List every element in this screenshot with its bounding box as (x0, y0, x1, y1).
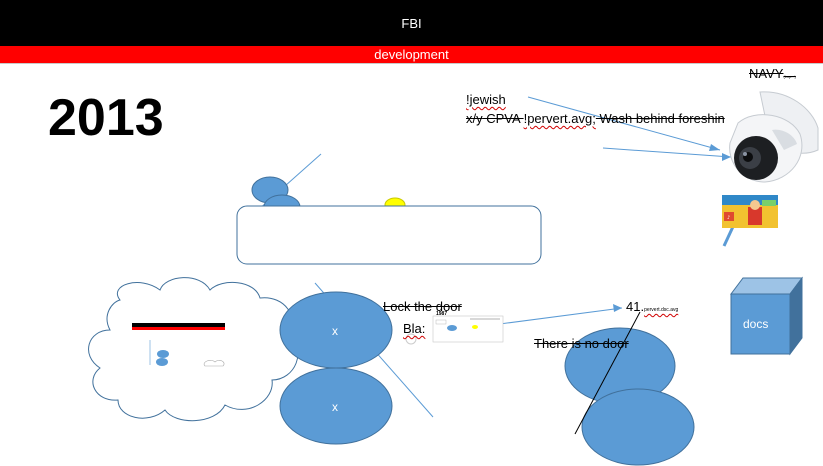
ellipse-x2 (279, 367, 393, 445)
header-bar: FBI (0, 0, 823, 46)
note-jewish: !jewish (466, 92, 506, 107)
count-file-text: pervert.dsc.avg (644, 307, 679, 313)
mini-slide-2-dot (447, 325, 457, 331)
note-navy: NAVY(imp...) (749, 66, 796, 81)
lock-door-text: Lock the door (383, 299, 462, 314)
no-door-text: There is no door (534, 336, 629, 351)
note-no-door: There is no door (534, 336, 629, 351)
mini-slide-2-box (435, 319, 447, 325)
slash-line (574, 311, 641, 435)
mini-cloud (203, 360, 225, 367)
mini-slide-redbar (132, 327, 225, 330)
note-bla: Bla: (403, 321, 425, 336)
note-lock-door: Lock the door (383, 299, 462, 314)
rounded-rectangle (236, 205, 542, 265)
note-count: 41.pervert.dsc.avg (626, 299, 678, 314)
navy-text: NAVY (749, 66, 784, 81)
docs-cube (730, 276, 803, 356)
divider (0, 63, 823, 64)
mini-slide-2-yellow (472, 325, 478, 329)
cloud-shape (88, 277, 299, 422)
ellipse-x2-label: x (332, 400, 338, 414)
subheader-bar: development (0, 46, 823, 63)
ellipse-right-bottom (581, 388, 695, 466)
year-label: 2013 (48, 89, 164, 147)
jewish-text: !jewish (466, 92, 506, 107)
navy-subtext: (imp...) (783, 74, 796, 79)
mini-knob (405, 333, 417, 345)
security-camera-icon (729, 91, 819, 183)
mini-circle-2 (156, 358, 168, 366)
arrow-to-camera-1 (527, 96, 721, 151)
arrow-to-camera-2 (602, 147, 732, 158)
mini-year: 1987 (436, 311, 448, 317)
mini-slide-header (132, 323, 225, 327)
line2-middle: CPVA (482, 111, 524, 126)
docs-label: docs (743, 317, 769, 331)
header-title: FBI (401, 15, 422, 31)
note-line2: x/y CPVA !pervert.avg; Wash behind fores… (466, 111, 725, 126)
mini-circle-1 (157, 350, 169, 358)
bla-text: Bla: (403, 321, 426, 336)
line2-suffix: Wash behind foreshin (595, 111, 725, 126)
arrowhead-1 (709, 144, 720, 151)
subheader-title: development (374, 47, 449, 62)
line2-file: !pervert.avg; (523, 111, 596, 126)
line2-prefix: x/y (466, 111, 483, 126)
count-text: 41. (626, 299, 645, 314)
poster-image: ♪ (722, 195, 778, 228)
svg-text:♪: ♪ (727, 215, 730, 221)
arrowhead-2 (722, 153, 731, 161)
ellipse-x1-label: x (332, 324, 338, 338)
arrowhead-3 (613, 304, 622, 312)
